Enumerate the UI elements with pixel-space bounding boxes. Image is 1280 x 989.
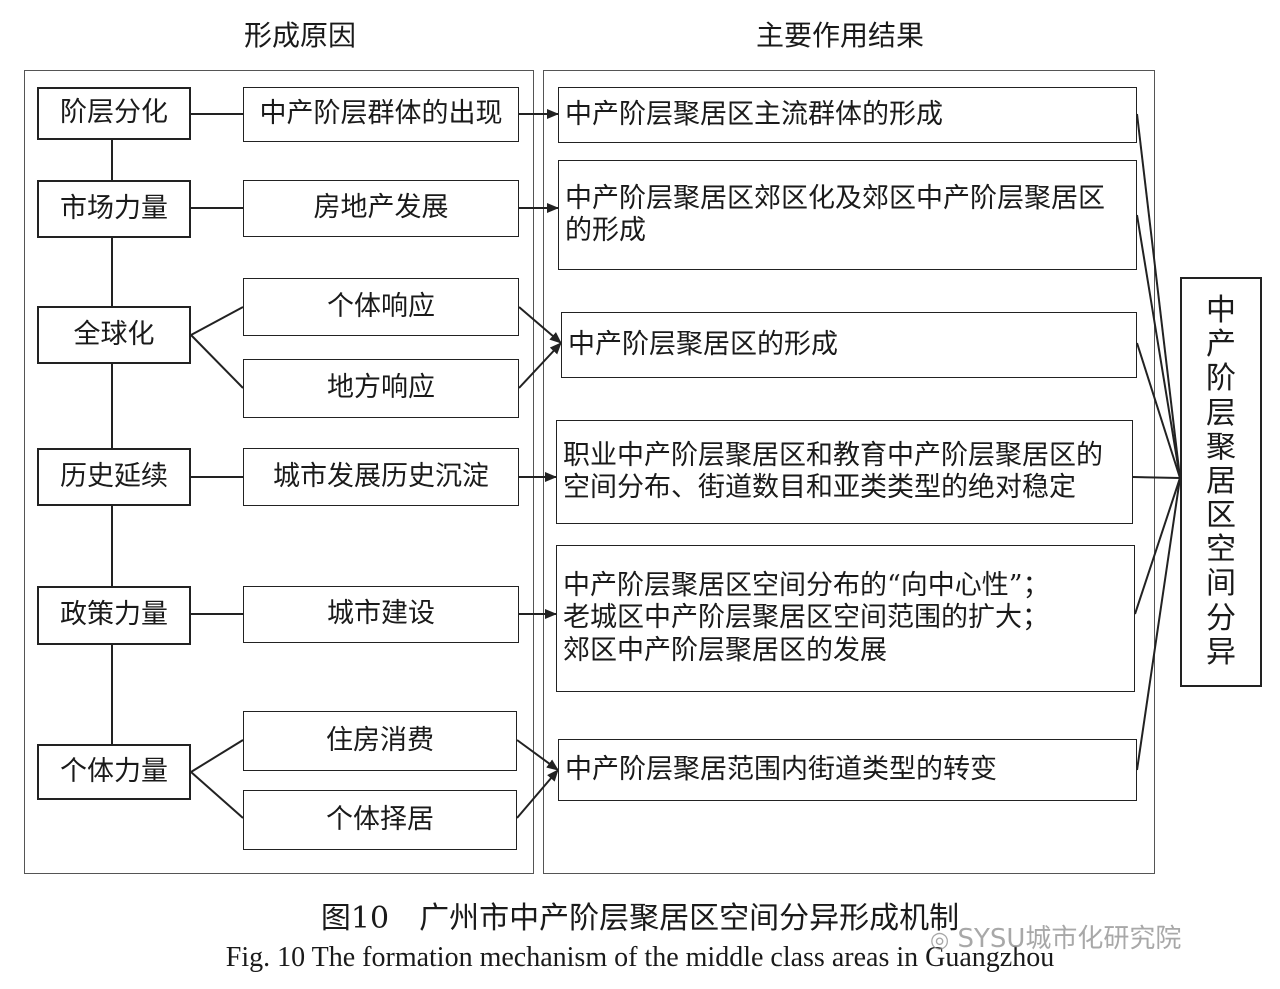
- cause-box: 历史延续: [37, 448, 191, 506]
- outcome-text: 中 产 阶 层 聚 居 区 空 间 分 异: [1206, 292, 1236, 670]
- result-text: 中产阶层聚居范围内街道类型的转变: [565, 753, 997, 785]
- caption-english: Fig. 10 The formation mechanism of the m…: [225, 942, 1055, 973]
- cause-box: 市场力量: [37, 180, 191, 238]
- right-header: 主要作用结果: [755, 19, 924, 52]
- cause-box: 个体力量: [37, 744, 191, 800]
- mechanism-box: 个体择居: [243, 790, 517, 850]
- result-text: 中产阶层聚居区的形成: [568, 328, 838, 360]
- result-box: 中产阶层聚居区的形成: [561, 312, 1137, 378]
- cause-box: 政策力量: [37, 586, 191, 645]
- mechanism-box: 房地产发展: [243, 180, 519, 237]
- result-box: 中产阶层聚居范围内街道类型的转变: [558, 739, 1137, 801]
- result-text: 中产阶层聚居区空间分布的“向中心性”； 老城区中产阶层聚居区空间范围的扩大； 郊…: [563, 569, 1050, 666]
- result-box: 职业中产阶层聚居区和教育中产阶层聚居区的 空间分布、街道数目和亚类类型的绝对稳定: [556, 420, 1133, 524]
- result-text: 职业中产阶层聚居区和教育中产阶层聚居区的 空间分布、街道数目和亚类类型的绝对稳定: [563, 439, 1103, 503]
- result-text: 中产阶层聚居区郊区化及郊区中产阶层聚居区 的形成: [565, 182, 1105, 246]
- caption-chinese: 图10 广州市中产阶层聚居区空间分异形成机制: [320, 901, 960, 936]
- mechanism-box: 地方响应: [243, 359, 519, 418]
- mechanism-box: 住房消费: [243, 711, 517, 771]
- left-header: 形成原因: [243, 19, 356, 52]
- watermark: ◎ SYSU城市化研究院: [930, 918, 1181, 955]
- mechanism-box: 中产阶层群体的出现: [243, 87, 519, 142]
- mechanism-box: 城市建设: [243, 586, 519, 643]
- cause-box: 全球化: [37, 306, 191, 364]
- mechanism-box: 城市发展历史沉淀: [243, 448, 519, 506]
- outcome-box: 中 产 阶 层 聚 居 区 空 间 分 异: [1180, 277, 1262, 687]
- cause-box: 阶层分化: [37, 87, 191, 140]
- watermark-text: SYSU城市化研究院: [957, 924, 1182, 954]
- mechanism-box: 个体响应: [243, 278, 519, 336]
- wechat-icon: ◎: [930, 928, 950, 953]
- result-box: 中产阶层聚居区空间分布的“向中心性”； 老城区中产阶层聚居区空间范围的扩大； 郊…: [556, 545, 1135, 692]
- result-text: 中产阶层聚居区主流群体的形成: [565, 98, 943, 130]
- result-box: 中产阶层聚居区主流群体的形成: [558, 87, 1137, 143]
- result-box: 中产阶层聚居区郊区化及郊区中产阶层聚居区 的形成: [558, 160, 1137, 270]
